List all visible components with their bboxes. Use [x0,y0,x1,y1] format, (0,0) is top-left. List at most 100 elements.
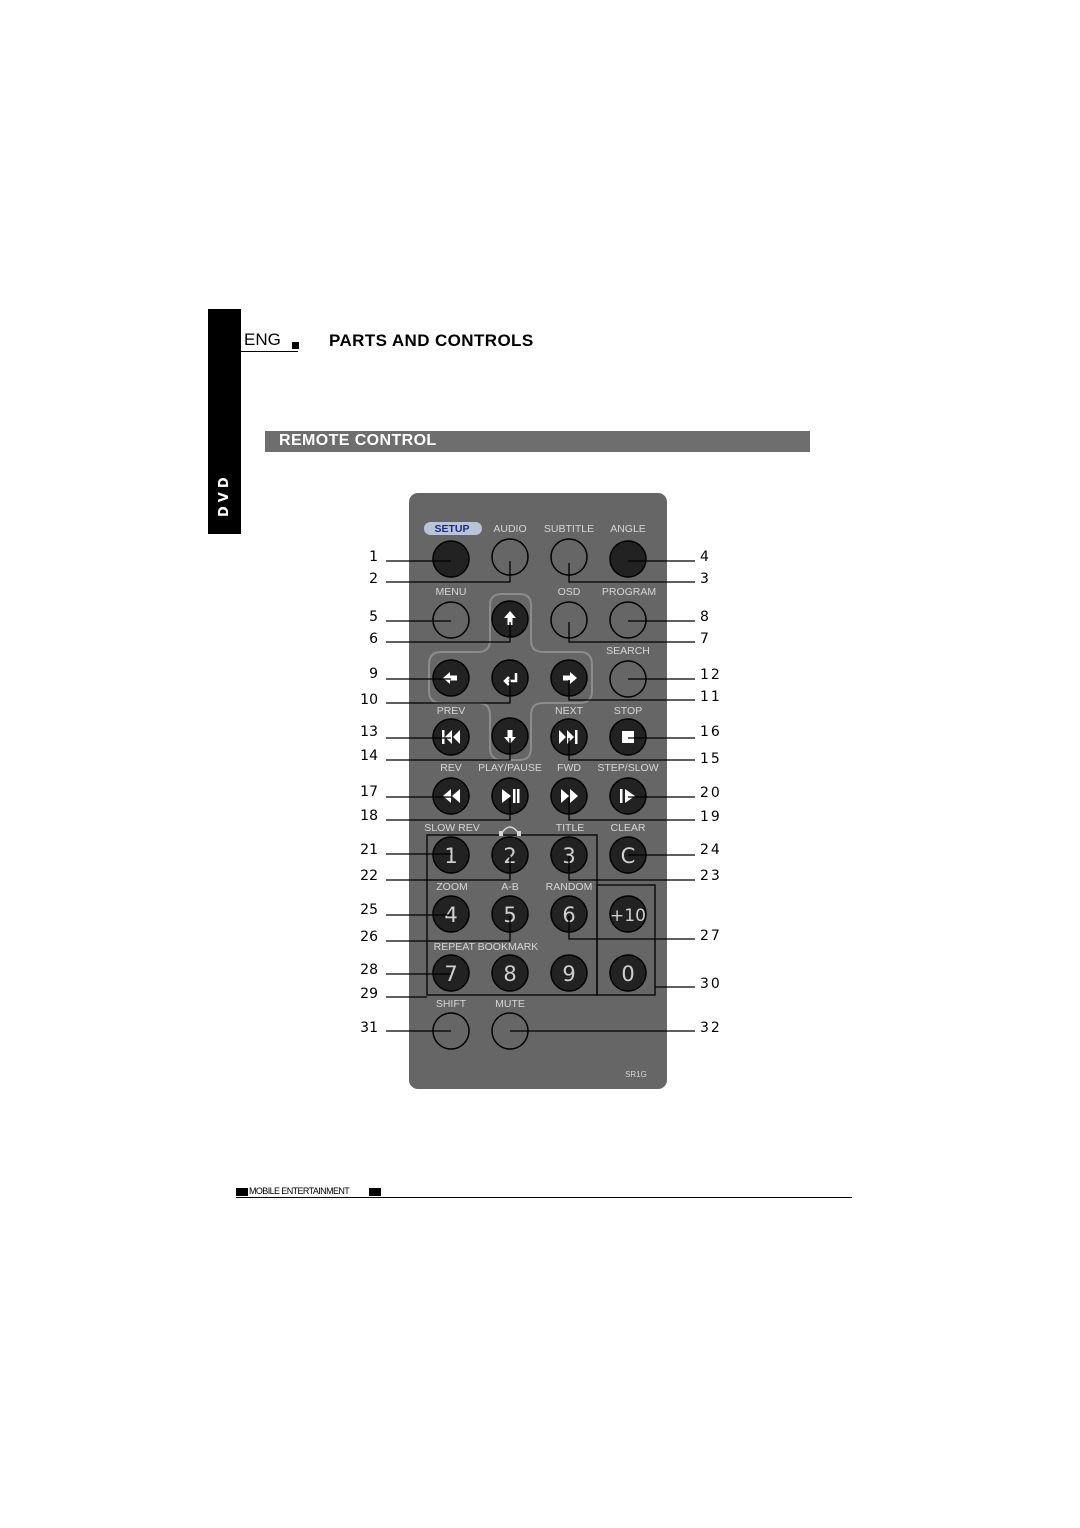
callout-12: 12 [700,667,722,683]
callout-24: 24 [700,842,722,858]
callout-27: 27 [700,928,722,944]
callout-23: 23 [700,868,722,884]
rewind-icon [443,789,460,803]
callout-5: 5 [369,609,378,625]
callout-10: 10 [360,692,378,708]
label-setup: SETUP [434,523,469,535]
key-9-face: 9 [562,962,575,986]
digit-block-outline-right [596,884,656,996]
skip-previous-icon [442,730,460,744]
callout-22: 22 [360,868,378,884]
header-square-bullet [292,342,299,349]
section-title: REMOTE CONTROL [279,432,437,449]
label-slow-rev: SLOW REV [424,822,479,834]
callout-25: 25 [360,902,378,918]
callout-30: 30 [700,976,722,992]
callout-17: 17 [360,784,378,800]
callout-1: 1 [369,549,378,565]
callout-28: 28 [360,962,378,978]
callout-18: 18 [360,808,378,824]
callout-19: 19 [700,809,722,825]
label-search: SEARCH [606,645,650,657]
label-random: RANDOM [546,881,593,893]
key-5-face: 5 [503,903,516,927]
plus-10-button[interactable] [609,895,647,933]
stop-icon [622,731,634,743]
label-a-b: A-B [501,881,519,893]
callout-31: 31 [360,1020,378,1036]
model-code: SR1G [625,1070,647,1079]
callout-13: 13 [360,724,378,740]
callout-7: 7 [700,631,711,647]
footer-square-right [369,1188,381,1196]
key-1-face: 1 [444,844,457,868]
language-underline [240,351,298,352]
callout-16: 16 [700,724,722,740]
key-0-face: 0 [621,962,634,986]
setup-label-pill [424,522,482,535]
label-fwd: FWD [557,762,581,774]
label-rev: REV [440,762,462,774]
digit-4-button[interactable] [432,895,470,933]
callout-21: 21 [360,842,378,858]
label-mute: MUTE [495,998,525,1010]
page-title: PARTS AND CONTROLS [329,331,534,350]
menu-button[interactable] [432,601,470,639]
label-zoom: ZOOM [436,881,468,893]
label-step-slow: STEP/SLOW [597,762,658,774]
label-shift: SHIFT [436,998,467,1010]
label-subtitle: SUBTITLE [544,523,594,535]
page-number: 14 [218,330,237,351]
label-osd: OSD [558,586,581,598]
angle-button[interactable] [609,540,647,578]
play-pause-icon [502,789,520,803]
fast-forward-icon [561,789,578,803]
key-6-face: 6 [562,903,575,927]
callout-15: 15 [700,751,722,767]
section-bar [265,431,810,452]
footer-text: MOBILE ENTERTAINMENT [249,1186,350,1196]
key-plus10-face: +10 [610,906,646,926]
callout-4: 4 [700,549,711,565]
key-c-face: C [621,844,636,868]
digit-9-button[interactable] [550,954,588,992]
label-prev: PREV [437,705,466,717]
digit-8-button[interactable] [491,954,529,992]
callout-14: 14 [360,748,378,764]
nav-cross-outline [428,593,593,761]
footer-rule [236,1197,852,1198]
step-forward-icon [620,789,635,803]
label-menu: MENU [436,586,467,598]
callout-26: 26 [360,929,378,945]
callout-29: 29 [360,986,378,1002]
label-stop: STOP [614,705,642,717]
callout-32: 32 [700,1020,722,1036]
key-8-face: 8 [503,962,516,986]
digit-0-button[interactable] [609,954,647,992]
label-title: TITLE [556,822,585,834]
language-code: ENG [244,330,281,349]
callout-20: 20 [700,785,722,801]
label-audio: AUDIO [493,523,526,535]
label-next: NEXT [555,705,584,717]
callout-6: 6 [369,631,378,647]
footer-square-left [236,1188,248,1196]
callout-3: 3 [700,571,711,587]
callout-2: 2 [369,571,378,587]
digit-1-button[interactable] [432,836,470,874]
program-button[interactable] [609,601,647,639]
enter-icon [503,673,518,686]
label-angle: ANGLE [610,523,646,535]
label-program: PROGRAM [602,586,656,598]
side-tab [208,309,241,534]
callout-11: 11 [700,689,722,705]
label-repeat-bookmark: REPEAT BOOKMARK [434,941,539,953]
label-play-pause: PLAY/PAUSE [478,762,542,774]
label-clear: CLEAR [610,822,645,834]
callout-8: 8 [700,609,711,625]
digit-7-button[interactable] [432,954,470,992]
callout-leader-lines [386,560,695,1032]
callout-9: 9 [369,666,378,682]
setup-button[interactable] [432,540,470,578]
